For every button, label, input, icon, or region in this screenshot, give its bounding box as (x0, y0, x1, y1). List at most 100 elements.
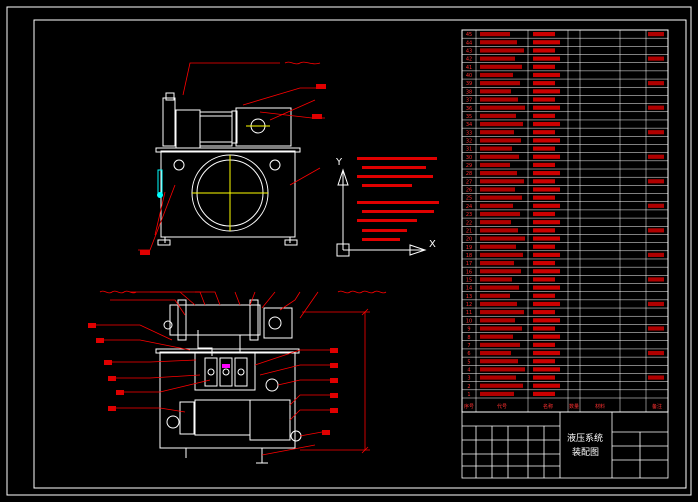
bom-name-cell (533, 171, 560, 176)
bom-row-number: 7 (467, 343, 470, 349)
bom-row-number: 17 (466, 261, 472, 267)
bom-row-number: 13 (466, 294, 472, 300)
bom-row-number: 18 (466, 253, 472, 259)
bom-row-number: 19 (466, 245, 472, 251)
bom-remark-cell (648, 350, 664, 356)
axis-y-label: Y (335, 157, 343, 168)
bom-header-cell: 备注 (652, 403, 662, 410)
bom-code-cell (480, 89, 511, 94)
bom-header-cell: 材料 (595, 403, 605, 410)
bom-row-number: 16 (466, 269, 472, 275)
bom-row-number: 44 (466, 40, 472, 46)
bom-row-number: 6 (467, 351, 470, 357)
bom-row-number: 11 (466, 310, 472, 316)
title-block (461, 411, 669, 479)
bom-code-cell (480, 310, 524, 315)
tank-body (160, 150, 296, 238)
bom-name-cell (533, 72, 560, 78)
ucs-icon (336, 168, 427, 257)
drawing-title-line1: 液压系统 (567, 432, 603, 444)
bom-name-cell (533, 56, 560, 61)
bom-name-cell (533, 105, 560, 110)
bom-code-cell (480, 350, 511, 356)
inner-border (33, 19, 687, 489)
bom-name-cell (533, 162, 555, 168)
bom-row-number: 40 (466, 73, 472, 79)
bom-code-cell (480, 32, 510, 37)
bom-row-number: 29 (466, 163, 472, 169)
bom-name-cell (533, 89, 560, 94)
part-tag-top-2 (316, 84, 326, 89)
bom-name-cell (533, 252, 560, 257)
bom-name-cell (533, 40, 560, 45)
bom-row-number: 22 (466, 220, 472, 226)
bom-name-cell (533, 318, 560, 323)
bom-name-cell (533, 187, 560, 192)
bom-remark-cell (648, 154, 664, 159)
bom-row-number: 12 (466, 302, 472, 308)
bom-header-cell: 代号 (497, 403, 507, 410)
valve-block (194, 351, 256, 391)
bom-row-number: 38 (466, 89, 472, 95)
bom-table: 4544434241403938373635343332313029282726… (461, 29, 669, 413)
bom-row-number: 35 (466, 114, 472, 120)
bom-code-cell (480, 146, 512, 151)
bom-code-cell (480, 113, 516, 118)
bom-name-cell (533, 121, 560, 127)
front-view-leaders (138, 61, 325, 251)
bom-code-cell (480, 97, 518, 102)
bom-name-cell (533, 154, 560, 159)
bom-code-cell (480, 228, 518, 233)
bom-row-number: 20 (466, 237, 472, 243)
bom-remark-cell (648, 130, 664, 135)
bom-row-number: 5 (467, 359, 470, 365)
bom-code-cell (480, 252, 523, 257)
bom-code-cell (480, 220, 511, 225)
bom-code-cell (480, 236, 525, 241)
bom-remark-cell (648, 203, 664, 208)
dimension-vertical (300, 308, 370, 454)
bom-header-cell: 序号 (464, 403, 474, 410)
bom-row-number: 3 (467, 376, 470, 382)
bom-name-cell (533, 269, 560, 274)
bom-header-cell: 名称 (543, 403, 553, 410)
bom-code-cell (480, 130, 514, 135)
bom-row-number: 25 (466, 196, 472, 202)
bom-name-cell (533, 228, 555, 233)
bom-name-cell (533, 367, 560, 372)
bom-code-cell (480, 171, 517, 176)
bom-code-cell (480, 285, 519, 290)
bom-name-cell (533, 244, 555, 249)
bom-code-cell (480, 162, 510, 168)
bom-row-number: 43 (466, 49, 472, 55)
bom-code-cell (480, 375, 516, 380)
bom-code-cell (480, 277, 512, 282)
bom-name-cell (533, 301, 560, 307)
bom-name-cell (533, 32, 555, 37)
bom-name-cell (533, 113, 555, 118)
bom-name-cell (533, 277, 555, 282)
bom-row-number: 41 (466, 65, 472, 71)
bom-row-number: 42 (466, 57, 472, 63)
bom-code-cell (480, 187, 515, 192)
bom-row-number: 9 (467, 327, 470, 333)
bom-code-cell (480, 293, 510, 298)
bom-name-cell (533, 130, 555, 135)
technical-notes (357, 157, 439, 241)
bom-code-cell (480, 301, 517, 307)
bom-code-cell (480, 195, 522, 200)
plan-view-leaders (92, 290, 387, 456)
part-tag-top-3 (140, 250, 150, 255)
bom-row-number: 28 (466, 171, 472, 177)
sight-glass (157, 192, 163, 198)
bom-header-cell: 数量 (569, 403, 579, 410)
bom-name-cell (533, 342, 555, 347)
bom-name-cell (533, 383, 560, 388)
bom-code-cell (480, 269, 521, 274)
bom-remark-cell (648, 32, 664, 37)
bom-name-cell (533, 138, 560, 143)
bom-row-number: 45 (466, 32, 472, 38)
bom-code-cell (480, 359, 518, 364)
bom-name-cell (533, 48, 555, 53)
